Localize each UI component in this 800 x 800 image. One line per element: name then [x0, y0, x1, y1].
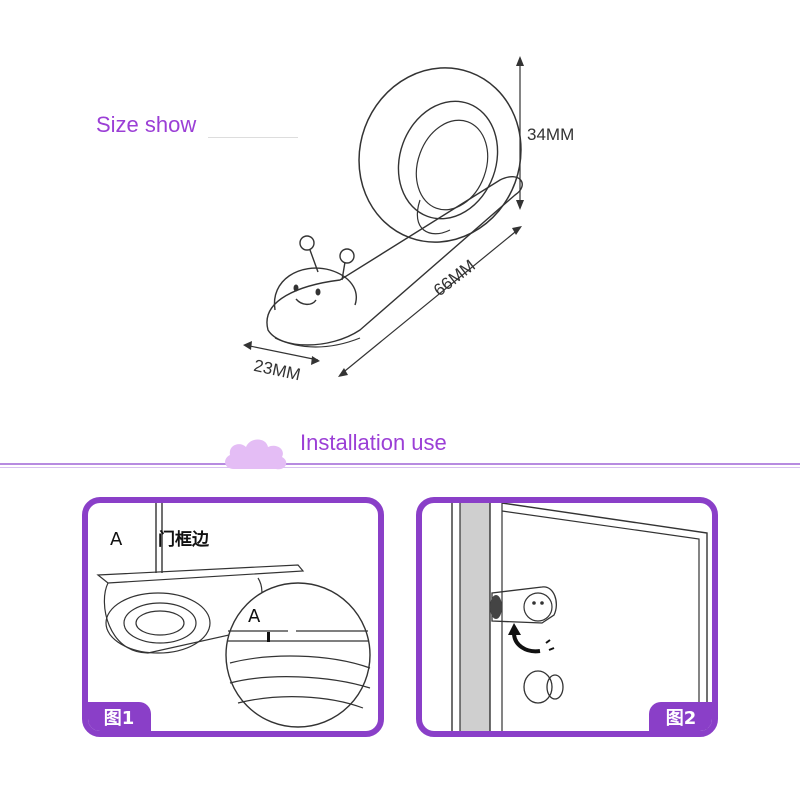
door-frame-edge-label: 门框边 [158, 530, 209, 550]
figure-2-tag: 图2 [649, 702, 712, 731]
section-divider [0, 463, 800, 465]
figure-1-tag: 图1 [88, 702, 151, 731]
cloud-icon [225, 439, 287, 470]
label-a: A [110, 529, 123, 550]
installation-title: Installation use [300, 430, 447, 455]
label-a-zoom: A [248, 606, 261, 627]
rotation-arrow [512, 632, 541, 654]
product-size-illustration [243, 56, 524, 377]
base-plate [266, 176, 523, 346]
antenna-ball-left [299, 235, 315, 251]
zoom-circle [225, 582, 371, 728]
length-dimension-line [339, 227, 521, 376]
snail-head [273, 267, 357, 311]
figure-2-panel: 图2 [416, 497, 718, 737]
antenna-ball-right [339, 248, 355, 264]
figure-2-illustration [451, 503, 708, 731]
snail-shell-outer [358, 67, 522, 243]
size-show-title: Size show [96, 112, 197, 137]
height-label: 34MM [527, 125, 575, 144]
figure-1-panel: A 门框边 A 图1 [82, 497, 384, 737]
section-divider-thin [0, 467, 800, 468]
width-dimension-line [244, 344, 319, 361]
snail-shell-inner [397, 100, 499, 220]
door-knob [523, 670, 553, 704]
title-underline [208, 137, 298, 138]
figure-1-illustration [96, 503, 371, 728]
